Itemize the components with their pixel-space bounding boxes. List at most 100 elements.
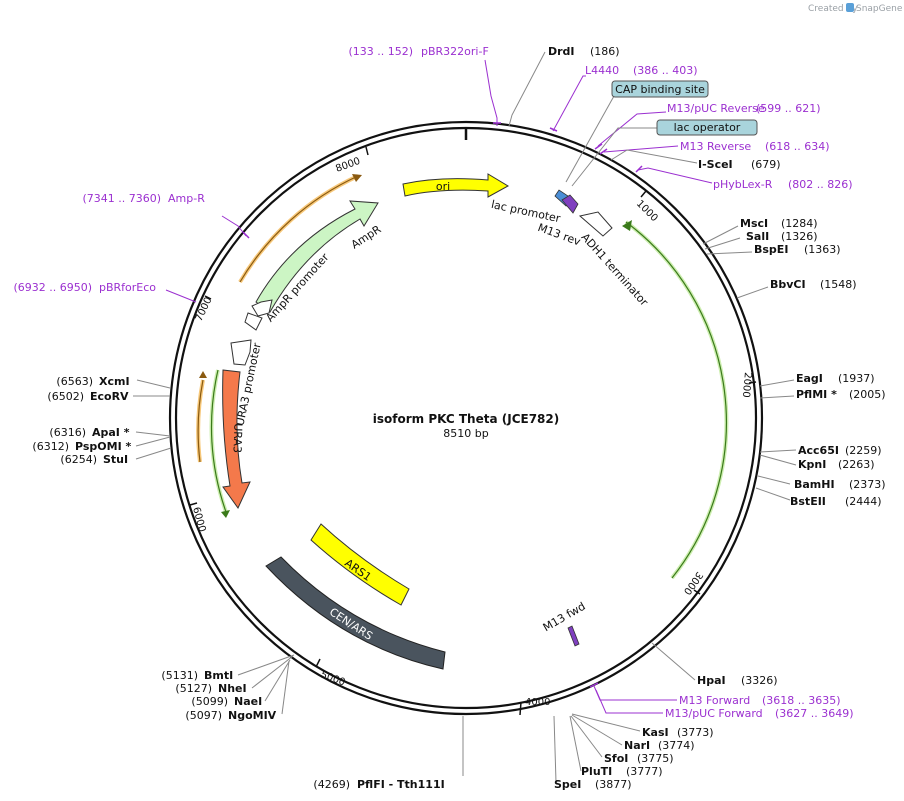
primer-m13-puc-reverse[interactable]: M13/pUC Reverse (599 .. 621) [594, 102, 821, 150]
enzyme-hpai[interactable]: HpaI (3326) [651, 642, 778, 687]
svg-text:pBR322ori-F: pBR322ori-F [421, 45, 489, 58]
enzyme-i-scei[interactable]: I-SceI (679) [610, 149, 781, 171]
svg-text:(3618 .. 3635): (3618 .. 3635) [762, 694, 841, 707]
tick-5000: 5000 [315, 658, 347, 689]
feature-ura3[interactable]: URA3 [222, 369, 251, 509]
lac-operator-label[interactable]: lac operator [571, 119, 758, 187]
enzyme-apai-group[interactable]: (6316) ApaI * (6312) PspOMI * (6254) Stu… [32, 426, 172, 466]
primer-pbrforeco[interactable]: (6932 .. 6950) pBRforEco [13, 281, 197, 303]
svg-text:(5097): (5097) [185, 709, 222, 722]
created-by-label: Created by [808, 4, 858, 14]
svg-text:EagI: EagI [796, 372, 823, 385]
tick-3000: 3000 [681, 569, 705, 596]
svg-text:(186): (186) [590, 45, 620, 58]
svg-text:(1284): (1284) [781, 217, 818, 230]
svg-text:L4440: L4440 [585, 64, 619, 77]
svg-text:(618 .. 634): (618 .. 634) [765, 140, 830, 153]
svg-text:M13 fwd: M13 fwd [541, 600, 588, 635]
enzyme-mscl-group[interactable]: MscI (1284) SalI (1326) BspEI (1363) [702, 217, 841, 256]
tick-1000: 1000 [634, 190, 660, 224]
svg-text:URA3: URA3 [230, 423, 244, 453]
svg-text:(3775): (3775) [637, 752, 674, 765]
svg-text:NgoMIV: NgoMIV [228, 709, 277, 722]
svg-text:SalI: SalI [746, 230, 769, 243]
svg-text:(6502): (6502) [47, 390, 84, 403]
svg-text:(3777): (3777) [626, 765, 663, 778]
svg-text:(2005): (2005) [849, 388, 886, 401]
svg-text:1000: 1000 [634, 198, 660, 224]
svg-text:pHybLex-R: pHybLex-R [713, 178, 773, 191]
feature-ori[interactable]: ori [402, 173, 510, 198]
svg-text:3000: 3000 [681, 569, 705, 596]
enzyme-bmti-group[interactable]: (5131) BmtI (5127) NheI (5099) NaeI (509… [161, 654, 295, 722]
enzyme-bbvci[interactable]: BbvCI (1548) [736, 278, 857, 299]
svg-text:(6254): (6254) [60, 453, 97, 466]
svg-text:(133 .. 152): (133 .. 152) [348, 45, 413, 58]
feature-m13-rev[interactable]: M13 rev [536, 221, 583, 249]
svg-text:EcoRV: EcoRV [90, 390, 129, 403]
primer-m13-puc-forward[interactable]: M13/pUC Forward (3627 .. 3649) [595, 689, 854, 720]
enzyme-xcmi-group[interactable]: (6563) XcmI (6502) EcoRV [47, 375, 171, 403]
svg-text:(1363): (1363) [804, 243, 841, 256]
svg-text:(2444): (2444) [845, 495, 882, 508]
svg-text:(4269): (4269) [313, 778, 350, 791]
svg-text:(6932 .. 6950): (6932 .. 6950) [13, 281, 92, 294]
primer-pbr322ori-f[interactable]: (133 .. 152) pBR322ori-F [348, 45, 501, 126]
svg-text:KasI: KasI [642, 726, 669, 739]
svg-text:lac promoter: lac promoter [490, 198, 562, 225]
feature-m13-fwd[interactable]: M13 fwd [541, 600, 588, 647]
feature-adh1-terminator[interactable]: ADH1 terminator [579, 211, 651, 309]
svg-text:PflMI *: PflMI * [796, 388, 837, 401]
svg-text:(3326): (3326) [741, 674, 778, 687]
enzyme-drdi[interactable]: DrdI (186) [508, 45, 620, 127]
enzyme-acc65i-group[interactable]: Acc65I (2259) KpnI (2263) BamHI (2373) B… [755, 444, 886, 508]
svg-text:I-SceI: I-SceI [698, 158, 733, 171]
svg-text:pBRforEco: pBRforEco [99, 281, 156, 294]
primer-m13-forward[interactable]: M13 Forward (3618 .. 3635) [589, 682, 841, 707]
svg-text:(3773): (3773) [677, 726, 714, 739]
svg-text:NheI: NheI [218, 682, 247, 695]
svg-text:(2263): (2263) [838, 458, 875, 471]
feature-lac-promoter[interactable]: lac promoter [490, 189, 579, 225]
primer-l4440[interactable]: L4440 (386 .. 403) [549, 64, 698, 132]
svg-text:(802 .. 826): (802 .. 826) [788, 178, 853, 191]
svg-text:2000: 2000 [740, 372, 753, 398]
feature-ars1[interactable]: ARS1 [310, 523, 410, 606]
svg-text:(5127): (5127) [175, 682, 212, 695]
enzyme-kasi-group[interactable]: KasI (3773) NarI (3774) SfoI (3775) PluT… [553, 713, 714, 791]
primer-amp-r[interactable]: (7341 .. 7360) Amp-R [82, 192, 250, 239]
svg-text:(599 .. 621): (599 .. 621) [756, 102, 821, 115]
svg-text:BstEII: BstEII [790, 495, 826, 508]
svg-text:(3774): (3774) [658, 739, 695, 752]
svg-text:M13 Reverse: M13 Reverse [680, 140, 751, 153]
backbone-outer [168, 120, 764, 716]
primer-phyblex-r[interactable]: pHybLex-R (802 .. 826) [635, 165, 853, 191]
cap-binding-site-label[interactable]: CAP binding site [565, 80, 709, 183]
svg-text:StuI: StuI [103, 453, 128, 466]
svg-text:SfoI: SfoI [604, 752, 628, 765]
svg-text:CAP binding site: CAP binding site [615, 83, 705, 96]
svg-text:(6316): (6316) [49, 426, 86, 439]
tick-2000: 2000 [740, 372, 757, 398]
svg-text:(3627 .. 3649): (3627 .. 3649) [775, 707, 854, 720]
svg-text:BbvCI: BbvCI [770, 278, 806, 291]
svg-text:M13 rev: M13 rev [536, 221, 583, 249]
svg-text:(1326): (1326) [781, 230, 818, 243]
enzyme-eagi-group[interactable]: EagI (1937) PflMI * (2005) [759, 372, 886, 401]
svg-text:(2373): (2373) [849, 478, 886, 491]
snapgene-logo-icon [846, 3, 854, 12]
svg-text:XcmI: XcmI [99, 375, 130, 388]
plasmid-length: 8510 bp [443, 427, 488, 440]
primer-m13-reverse[interactable]: M13 Reverse (618 .. 634) [599, 140, 830, 155]
orf-arc-ura3-line [210, 369, 227, 513]
svg-text:(1937): (1937) [838, 372, 875, 385]
orf-arc-ura3-head [221, 510, 230, 518]
svg-text:MscI: MscI [740, 217, 768, 230]
svg-text:NaeI: NaeI [234, 695, 262, 708]
enzyme-pflfi-tth111i[interactable]: (4269) PflFI - Tth111I [313, 716, 464, 791]
svg-text:(2259): (2259) [845, 444, 882, 457]
svg-text:(3877): (3877) [595, 778, 632, 791]
svg-text:SpeI: SpeI [554, 778, 581, 791]
svg-text:BspEI: BspEI [754, 243, 788, 256]
tick-4000: 4000 [519, 697, 550, 716]
